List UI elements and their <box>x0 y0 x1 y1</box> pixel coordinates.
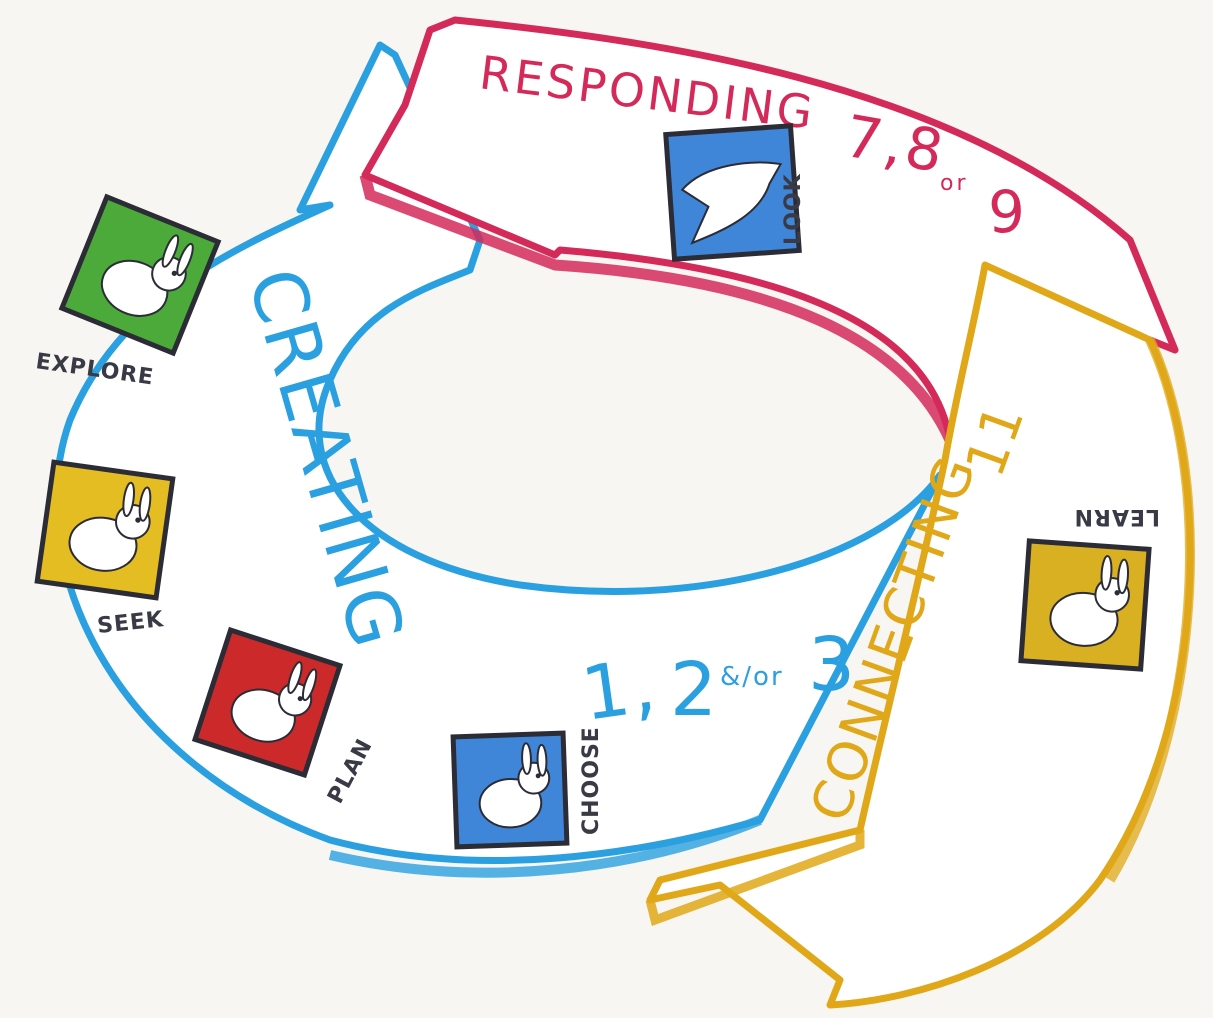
step-tile-explore <box>58 193 222 357</box>
creating-n3: 3 <box>808 622 857 708</box>
rabbit-icon <box>478 742 551 829</box>
creating-n2: 2 <box>670 647 719 733</box>
bird-icon <box>680 161 783 245</box>
step-label-learn: LEARN <box>1074 504 1160 529</box>
rabbit-icon <box>230 661 318 743</box>
step-tile-plan <box>191 626 344 779</box>
step-tile-choose <box>450 730 570 850</box>
step-tile-seek <box>34 459 176 601</box>
rabbit-icon <box>1049 555 1130 647</box>
step-label-look: LOOK <box>781 173 806 245</box>
rabbit-icon <box>68 481 152 572</box>
creating-n1: 1, <box>577 642 663 738</box>
responding-last: 9 <box>988 178 1028 246</box>
creating-and-or: &/or <box>720 662 784 692</box>
step-tile-look <box>663 123 802 262</box>
step-label-choose: CHOOSE <box>579 726 604 835</box>
responding-or: or <box>940 171 969 196</box>
step-tile-learn <box>1018 538 1152 672</box>
rabbit-icon <box>100 234 194 317</box>
